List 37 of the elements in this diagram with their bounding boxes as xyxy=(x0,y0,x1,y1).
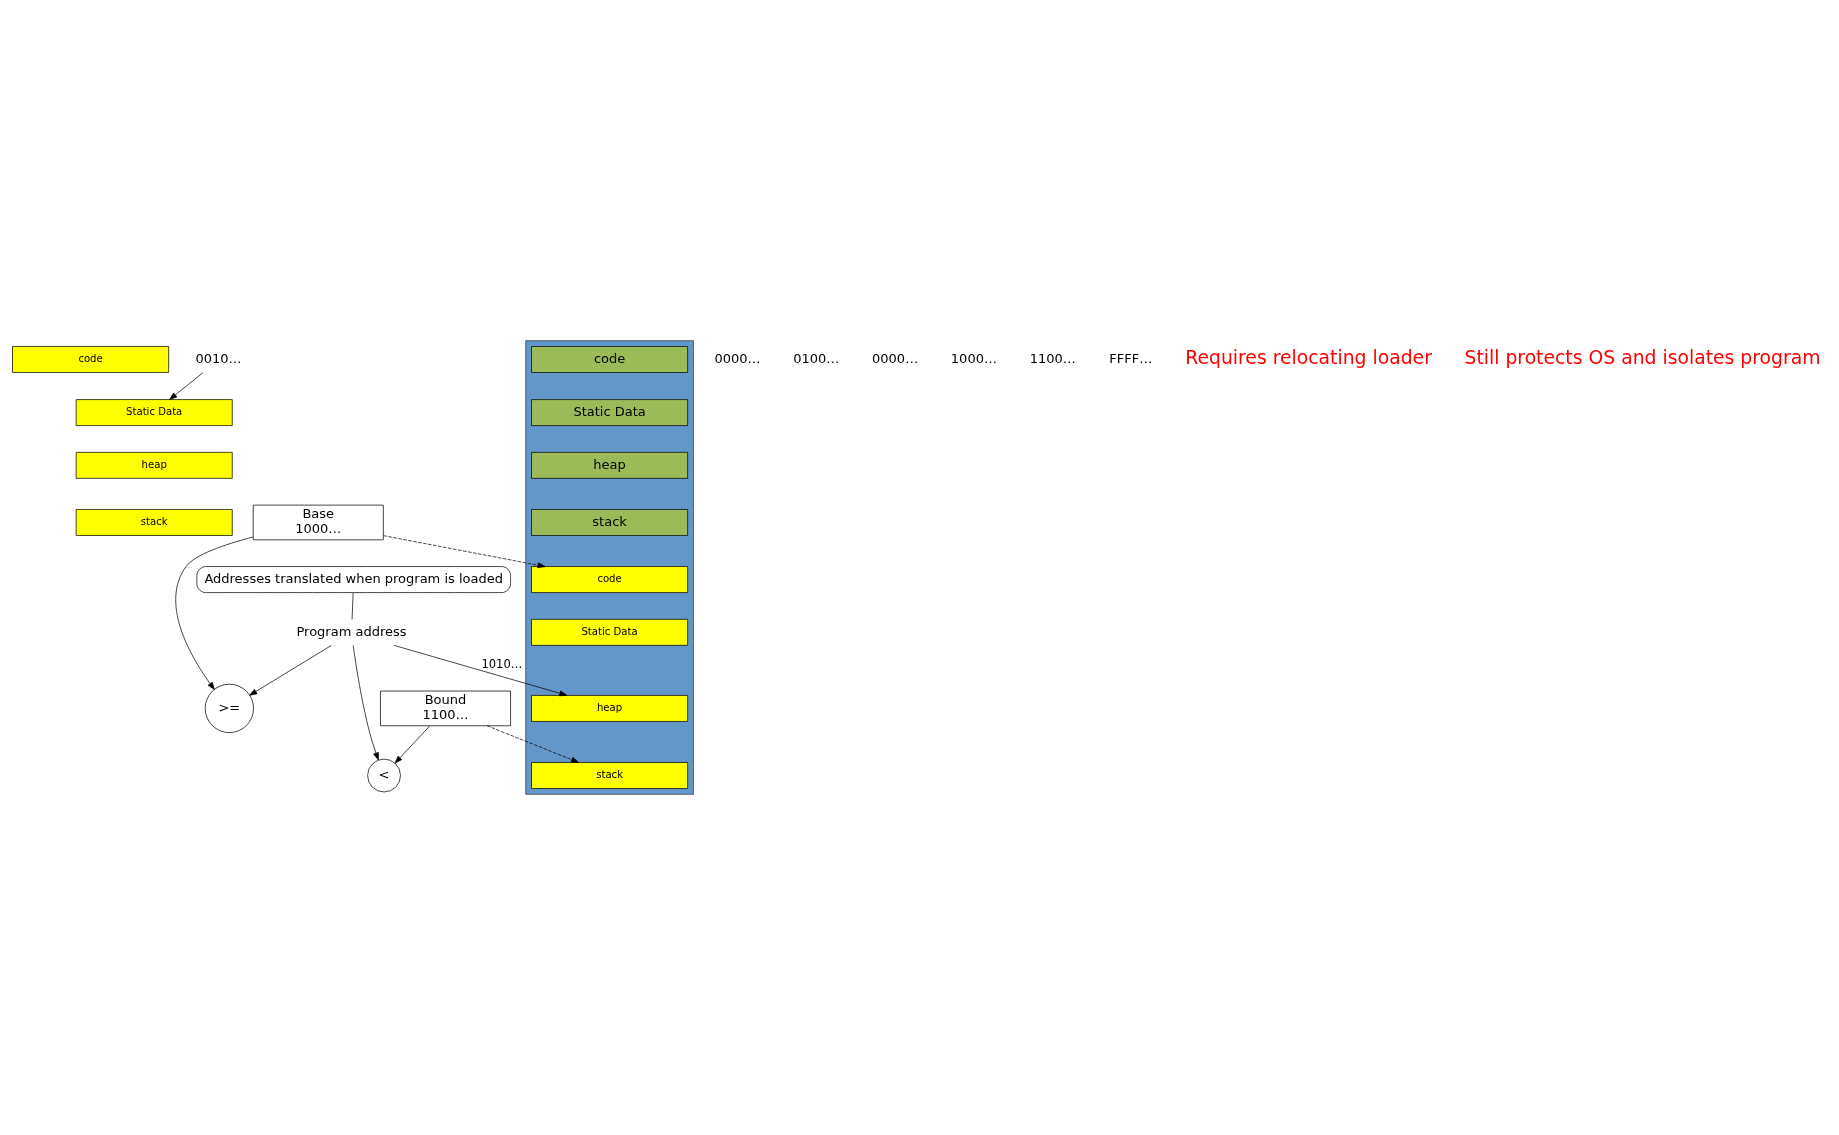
label: 1000… xyxy=(950,350,997,366)
node-box: stack xyxy=(75,509,233,536)
arrow xyxy=(352,645,379,761)
node-box: stack xyxy=(531,509,688,536)
node-box: code xyxy=(531,566,688,593)
label: Still protects OS and isolates program xyxy=(1464,347,1821,369)
node-box: heap xyxy=(531,695,688,722)
node-text: Program address xyxy=(296,623,407,639)
label: 1100… xyxy=(1029,350,1076,366)
arrow xyxy=(175,536,254,690)
arrow xyxy=(169,372,204,400)
node-box: heap xyxy=(531,452,688,479)
label: 0000… xyxy=(714,350,761,366)
label: 0000… xyxy=(872,350,919,366)
label: FFFF… xyxy=(1109,350,1153,366)
arrow xyxy=(394,725,431,764)
label: Requires relocating loader xyxy=(1185,347,1432,369)
arrow xyxy=(383,535,546,568)
node-text: 0010… xyxy=(195,350,242,366)
node-box: Static Data xyxy=(75,399,233,426)
connector xyxy=(351,592,354,620)
node-box: Static Data xyxy=(531,618,688,646)
node-box: Static Data xyxy=(531,399,688,426)
node-box: heap xyxy=(75,452,233,479)
node-box: stack xyxy=(531,762,688,789)
node-box: Addresses translated when program is loaded xyxy=(196,566,511,593)
node-circle: < xyxy=(367,758,401,793)
node-box: code xyxy=(531,346,688,373)
cluster xyxy=(525,340,694,795)
arrow xyxy=(393,645,568,697)
arrow xyxy=(486,725,579,763)
node-box: Base 1000… xyxy=(252,504,384,541)
arrow xyxy=(249,645,332,696)
label: 0100… xyxy=(793,350,840,366)
node-box: code xyxy=(12,346,169,373)
edge-label: 1010… xyxy=(481,656,523,671)
node-box: Bound 1100… xyxy=(380,690,511,727)
